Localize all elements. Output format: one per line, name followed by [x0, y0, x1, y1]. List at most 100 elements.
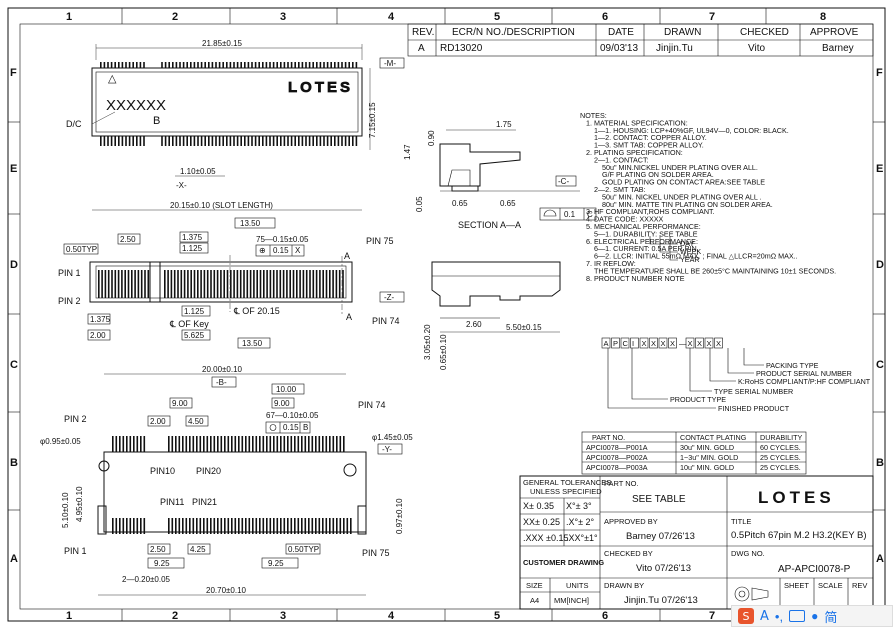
dim-75-pitch: 75—0.15±0.05 — [256, 235, 309, 244]
pin — [344, 62, 347, 68]
ime-user-icon[interactable]: ● — [811, 609, 819, 623]
pin — [217, 518, 219, 534]
pn-box — [695, 337, 704, 349]
pin — [287, 62, 289, 68]
pin — [175, 518, 177, 534]
ime-keyboard-icon[interactable] — [789, 610, 806, 622]
pin — [220, 270, 222, 298]
note-line: 6—1. CURRENT: 0.5A PER PIN. — [594, 244, 699, 253]
pos-ref-b: B — [303, 423, 308, 432]
pin — [190, 62, 192, 68]
pin — [246, 270, 249, 298]
ime-lang-icon[interactable]: 简 — [824, 610, 838, 626]
ime-logo-icon[interactable]: S — [738, 608, 754, 624]
section-mark-a-bot: A — [346, 312, 352, 322]
pin — [121, 62, 124, 68]
pin — [305, 62, 307, 68]
pin — [119, 518, 121, 534]
pin — [227, 436, 230, 452]
bottom-view: 20.00±0.10 -B- 10.00 9.00 9.00 PIN 2 PIN… — [40, 365, 413, 596]
pn-box — [704, 337, 714, 349]
ime-mode-icon[interactable]: A — [760, 608, 769, 624]
tol-angle-3: .XX°±1° — [566, 533, 598, 543]
pin — [213, 270, 216, 298]
pin — [276, 62, 278, 68]
pin — [256, 270, 258, 298]
pin — [223, 270, 225, 298]
title-label: TITLE — [731, 517, 751, 526]
dim-20-70: 20.70±0.10 — [206, 586, 247, 595]
dim-1-125b: 1.125 — [184, 307, 205, 316]
pin — [259, 436, 261, 452]
pin — [316, 62, 318, 68]
pn-char: X — [707, 339, 712, 348]
ime-dot-icon[interactable]: •, — [774, 608, 784, 624]
note-line: THE TEMPERATURE SHALL BE 260±5°C MAINTAI… — [594, 266, 836, 275]
slot-view: 20.15±0.10 (SLOT LENGTH) 13.50 2.50 1.37… — [58, 201, 405, 349]
pin — [239, 270, 242, 298]
col-label: 8 — [820, 11, 826, 23]
dim-1-375: 1.375 — [182, 233, 203, 242]
row-label: A — [876, 553, 884, 565]
pin — [276, 136, 278, 146]
pin — [262, 136, 264, 146]
note-line: 1—2. CONTACT: COPPER ALLOY. — [594, 133, 707, 142]
bottom-pins-upper — [112, 436, 345, 452]
pin — [334, 136, 336, 146]
pin — [119, 436, 121, 452]
position-symbol: ⊕ — [259, 246, 266, 255]
col-label: 2 — [172, 11, 178, 23]
dim-4-95: 4.95±0.10 — [75, 486, 84, 522]
dim-9-25b: 9.25 — [268, 559, 284, 568]
pin — [258, 136, 260, 146]
top-view-pins-lower — [100, 136, 358, 146]
pin — [208, 62, 210, 68]
plating-table: PART NO. CONTACT PLATING DURABILITY APCI… — [581, 431, 807, 475]
pin — [304, 436, 307, 452]
pin — [182, 136, 185, 146]
ime-toolbar[interactable]: S A •, ● 简 — [731, 605, 893, 627]
pin — [301, 518, 303, 534]
pin — [229, 62, 232, 68]
pin — [182, 436, 184, 452]
pin — [139, 136, 142, 146]
pin — [193, 62, 196, 68]
col-label: 3 — [280, 610, 286, 622]
pin — [192, 436, 195, 452]
dim-5-10: 5.10±0.10 — [61, 492, 70, 528]
pin — [172, 136, 174, 146]
pin — [269, 518, 272, 534]
pin — [213, 436, 216, 452]
pin — [352, 136, 354, 146]
dim-5-625: 5.625 — [184, 331, 205, 340]
rev-header: APPROVE — [810, 27, 859, 38]
pin — [132, 62, 134, 68]
pin — [251, 136, 253, 146]
lotes-logo-title: LOTES — [758, 488, 835, 507]
dim-2-60: 2.60 — [466, 320, 482, 329]
section-caption: SECTION A—A — [458, 220, 521, 230]
dim-0-65b: 0.65 — [500, 199, 516, 208]
pin — [348, 62, 350, 68]
pin74-label: PIN 74 — [372, 316, 400, 326]
pin — [337, 62, 340, 68]
pin — [125, 62, 127, 68]
datum-z: -Z- — [384, 293, 395, 302]
pin — [240, 136, 242, 146]
pin — [173, 270, 176, 298]
dim-1-125a: 1.125 — [182, 244, 203, 253]
pin — [204, 62, 206, 68]
pin — [147, 270, 150, 298]
pin — [298, 136, 300, 146]
pin — [204, 136, 206, 146]
dim-20-00: 20.00±0.10 — [202, 365, 243, 374]
pin — [175, 436, 177, 452]
hole2-dim: φ1.45±0.05 — [372, 433, 413, 442]
section-mark-a-top: A — [344, 251, 350, 261]
rev-cell: RD13020 — [440, 43, 483, 54]
dim-2-50: 2.50 — [120, 235, 136, 244]
pin — [126, 518, 128, 534]
pin — [332, 518, 335, 534]
pin — [248, 518, 251, 534]
